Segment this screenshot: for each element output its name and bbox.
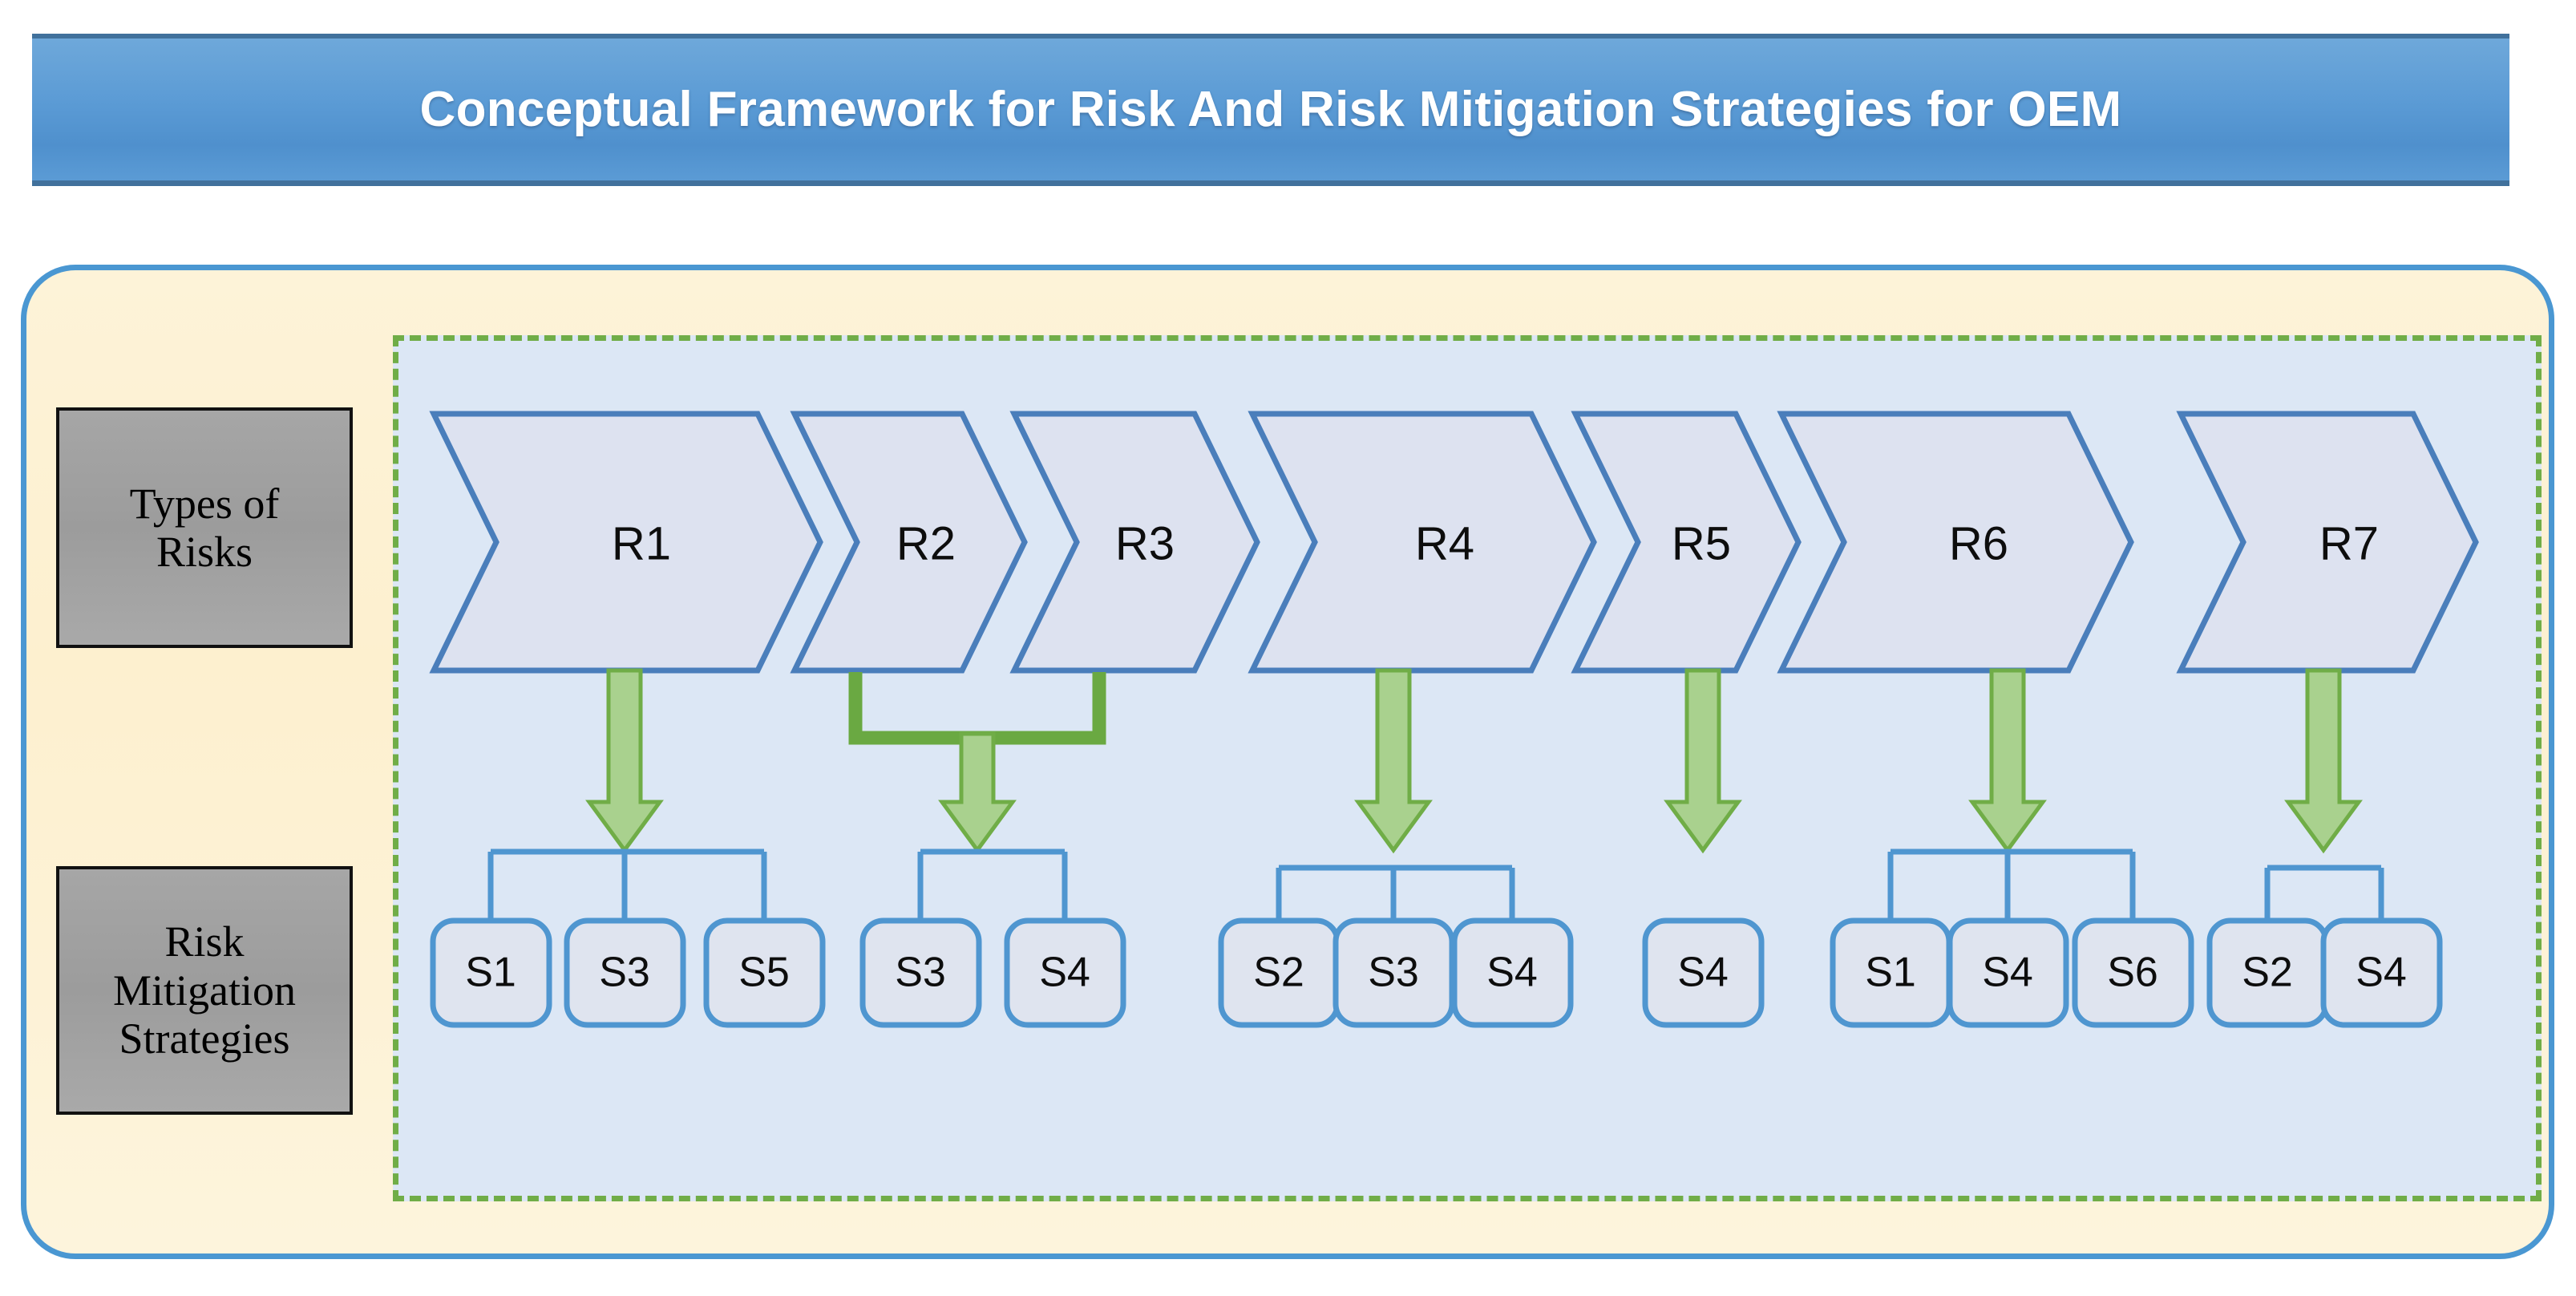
strategy-box[interactable]	[859, 917, 982, 1028]
strategy-group-5: S1 S4 S6	[1830, 917, 2194, 1028]
chevron-shape	[429, 411, 823, 674]
strategy-bracket-group-5	[1887, 848, 2136, 921]
strategy-bracket-group-1	[487, 848, 767, 921]
strategy-box[interactable]	[1947, 917, 2069, 1028]
risk-chevron-r2-label: R2	[896, 517, 956, 569]
chevron-shape	[1571, 411, 1802, 674]
strategy-box-label: S2	[1253, 950, 1304, 996]
risk-chevron-r2[interactable]: R2	[790, 411, 1028, 674]
strategy-box-label: S3	[599, 950, 650, 996]
risk-chevron-row: R1 R2 R3 R4 R5	[429, 411, 2479, 674]
strategy-box-label: S1	[1865, 950, 1916, 996]
side-label-strategies-line1: Risk	[164, 917, 245, 966]
side-label-risks-line2: Risks	[156, 528, 253, 576]
strategy-box-label: S4	[2356, 950, 2407, 996]
chevron-shape	[2176, 411, 2479, 674]
merge-bracket-r2-r3	[848, 672, 1106, 745]
strategy-bracket-group-2	[917, 848, 1068, 921]
strategy-group-4: S4	[1642, 917, 1765, 1028]
risk-chevron-r4-label: R4	[1415, 517, 1474, 569]
strategy-box[interactable]	[430, 917, 552, 1028]
chevron-shape	[1009, 411, 1260, 674]
strategy-brackets	[487, 848, 2384, 921]
chevron-shape	[1777, 411, 2134, 674]
risk-chevron-r5[interactable]: R5	[1571, 411, 1802, 674]
strategy-box-label: S4	[1677, 950, 1729, 996]
green-arrow-r7	[2284, 668, 2363, 854]
strategy-box-label: S6	[2107, 950, 2158, 996]
side-label-strategies-line3: Strategies	[119, 1015, 290, 1063]
strategy-box-label: S3	[895, 950, 946, 996]
strategy-box-label: S2	[2242, 950, 2293, 996]
strategy-group-2: S3 S4	[859, 917, 1126, 1028]
strategy-box[interactable]	[2320, 917, 2443, 1028]
page-title: Conceptual Framework for Risk And Risk M…	[419, 82, 2122, 137]
strategy-group-3: S2 S3 S4	[1218, 917, 1574, 1028]
strategy-box-label: S4	[1486, 950, 1538, 996]
side-label-risks-line1: Types of	[129, 479, 280, 528]
strategy-box-label: S3	[1368, 950, 1419, 996]
side-label-risk-mitigation-strategies: Risk Mitigation Strategies	[56, 866, 353, 1115]
green-arrow-r5	[1664, 668, 1742, 854]
risk-chevron-r5-label: R5	[1672, 517, 1731, 569]
strategy-box-label: S5	[738, 950, 790, 996]
risk-chevron-r1[interactable]: R1	[429, 411, 823, 674]
strategy-group-6: S2 S4	[2206, 917, 2443, 1028]
side-label-types-of-risks: Types of Risks	[56, 407, 353, 648]
strategy-group-1: S1 S3 S5	[430, 917, 826, 1028]
risk-chevron-r6-label: R6	[1949, 517, 2008, 569]
risk-to-strategy-arrows	[585, 668, 2363, 854]
risk-chevron-r6[interactable]: R6	[1777, 411, 2134, 674]
chevron-shape	[1248, 411, 1597, 674]
risk-chevron-r3[interactable]: R3	[1009, 411, 1260, 674]
strategy-box-row: S1 S3 S5 S3 S4 S2 S3 S4	[430, 917, 2443, 1028]
strategy-box[interactable]	[564, 917, 686, 1028]
green-arrow-r1	[585, 668, 664, 854]
strategy-box-label: S4	[1039, 950, 1090, 996]
chevron-shape	[790, 411, 1028, 674]
strategy-box-label: S1	[465, 950, 516, 996]
risk-chevron-r3-label: R3	[1115, 517, 1175, 569]
green-arrow-r6	[1968, 668, 2047, 854]
strategy-box-label: S4	[1982, 950, 2033, 996]
green-arrow-r4	[1354, 668, 1433, 854]
risk-chevron-r7[interactable]: R7	[2176, 411, 2479, 674]
strategy-bracket-group-3	[1276, 865, 1515, 921]
side-label-strategies-line2: Mitigation	[113, 966, 296, 1015]
strategy-box[interactable]	[1004, 917, 1126, 1028]
strategy-box[interactable]	[2072, 917, 2194, 1028]
risk-chevron-r4[interactable]: R4	[1248, 411, 1597, 674]
strategy-box[interactable]	[1451, 917, 1574, 1028]
title-bar: Conceptual Framework for Risk And Risk M…	[32, 34, 2509, 186]
strategy-bracket-group-6	[2264, 865, 2384, 921]
risk-chevron-r7-label: R7	[2319, 517, 2379, 569]
green-arrow-r2-r3-merged	[938, 731, 1017, 854]
strategy-box[interactable]	[703, 917, 826, 1028]
strategy-box[interactable]	[1642, 917, 1765, 1028]
risk-chevron-r1-label: R1	[612, 517, 671, 569]
